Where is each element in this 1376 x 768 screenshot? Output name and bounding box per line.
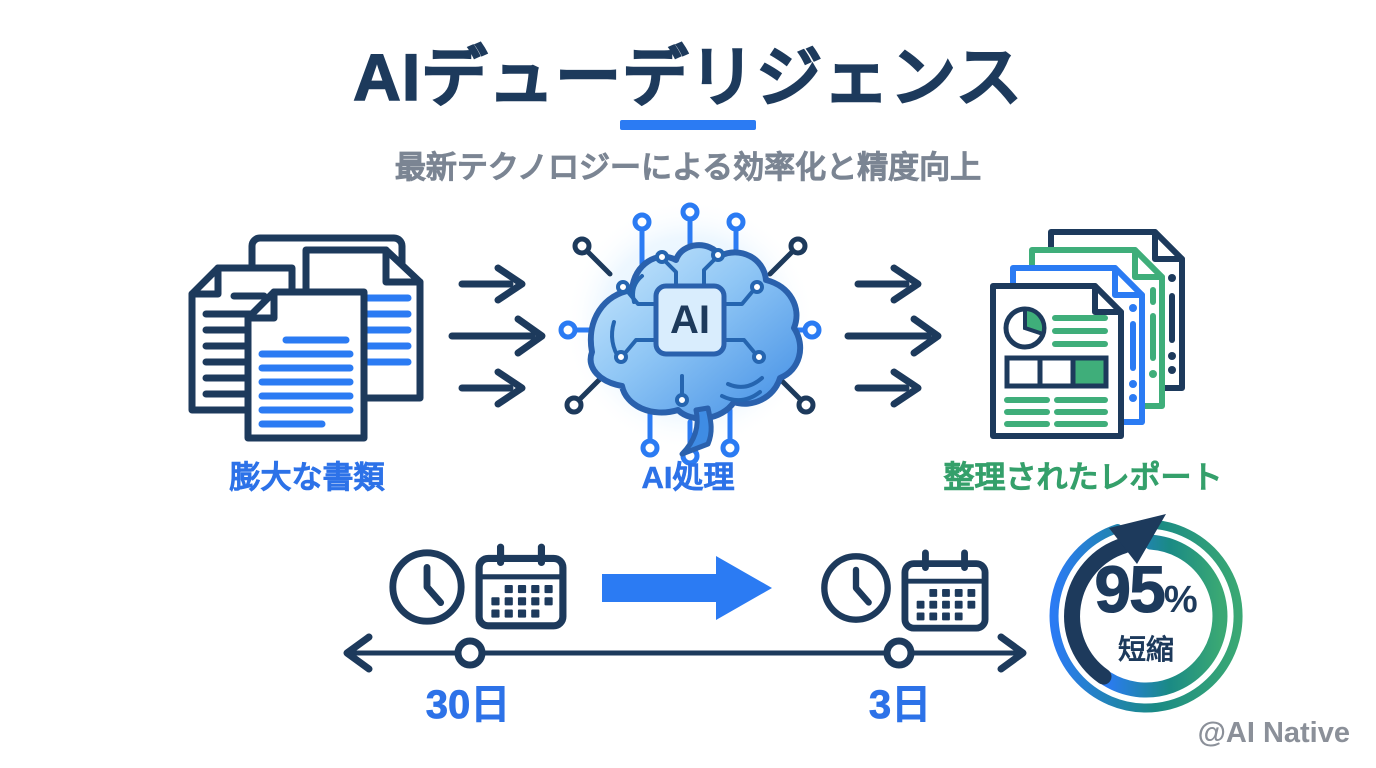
arrowhead-glyph: [1109, 514, 1166, 564]
title-underline: [620, 120, 756, 130]
reduction-caption: 短縮: [1117, 634, 1174, 665]
transition-arrow-icon: [602, 555, 774, 621]
reduction-percent: 95: [1094, 552, 1166, 626]
reduction-percent-sign: %: [1163, 579, 1198, 621]
reduction-value: 95%: [1038, 556, 1254, 623]
timeline-axis: [335, 633, 1035, 673]
ai-chip-label: AI: [670, 298, 710, 342]
ai-brain-icon: AI: [550, 202, 830, 472]
watermark: @AI Native: [1197, 717, 1350, 749]
process-label: AI処理: [641, 460, 735, 496]
clock-icon-before: [386, 546, 468, 628]
clock-icon-after: [818, 550, 894, 626]
before-duration-label: 30日: [425, 683, 511, 728]
calendar-icon-after: [900, 548, 990, 634]
documents-stack-icon: [188, 230, 428, 442]
flow-arrows-left-icon: [448, 264, 552, 408]
page-title: AIデューデリジェンス: [352, 39, 1023, 115]
timeline-node-before: [454, 637, 486, 669]
timeline-node-after: [883, 637, 915, 669]
output-label: 整理されたレポート: [943, 460, 1223, 496]
reports-stack-icon: [985, 228, 1185, 440]
reduction-badge: 95% 短縮: [1038, 500, 1254, 728]
flow-arrows-right-icon: [844, 264, 948, 408]
calendar-icon-before: [474, 542, 568, 632]
table-strip-glyph: [1004, 355, 1109, 389]
reduction-ring-icon: [1049, 514, 1243, 713]
after-duration-label: 3日: [868, 683, 932, 728]
page-subtitle: 最新テクノロジーによる効率化と精度向上: [394, 150, 982, 186]
input-label: 膨大な書類: [229, 460, 385, 496]
